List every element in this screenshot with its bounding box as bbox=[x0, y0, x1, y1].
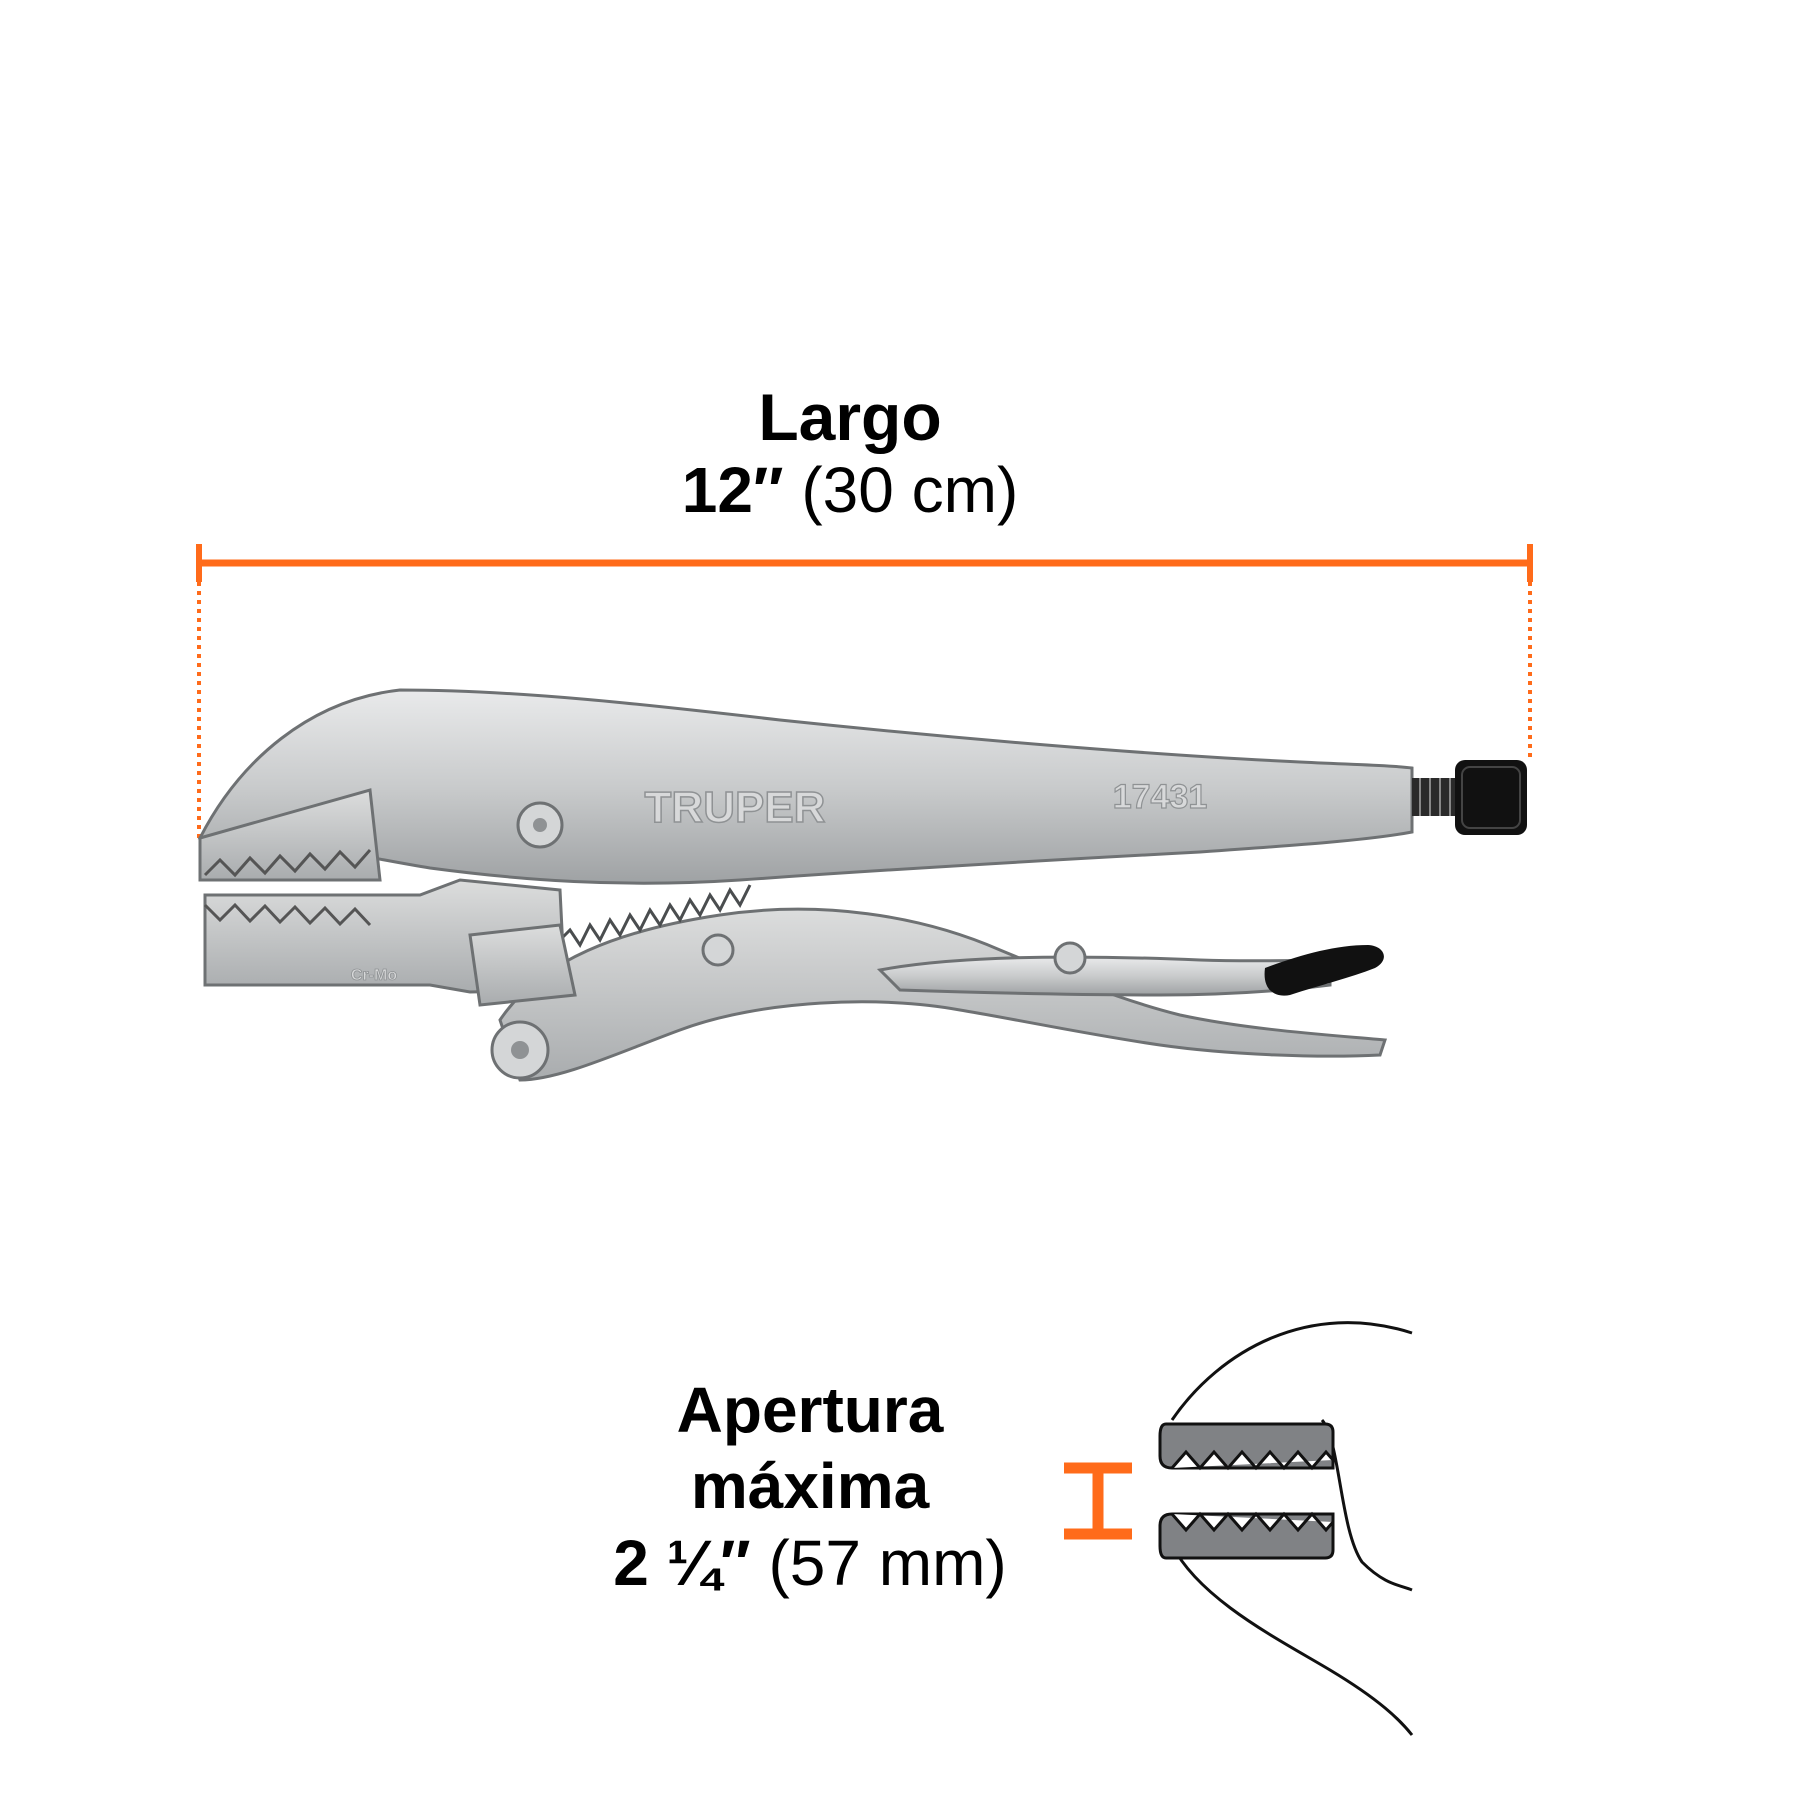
opening-indicator bbox=[1064, 1462, 1132, 1540]
opening-value: 2 ¼″ (57 mm) bbox=[520, 1531, 1100, 1595]
material-marking: Cr-Mo bbox=[351, 967, 397, 984]
length-value-imperial: 12″ bbox=[681, 454, 784, 526]
length-dimension-line bbox=[196, 544, 1533, 838]
opening-value-imperial: 2 ¼″ bbox=[613, 1527, 751, 1599]
opening-title-line2: máxima bbox=[690, 1450, 930, 1522]
length-value: 12″ (30 cm) bbox=[560, 458, 1140, 522]
brand-marking: TRUPER bbox=[645, 783, 826, 832]
locking-pliers-image bbox=[197, 688, 1527, 1082]
length-value-metric: (30 cm) bbox=[801, 454, 1019, 526]
opening-title-line1: Apertura bbox=[676, 1374, 944, 1446]
opening-value-metric: (57 mm) bbox=[768, 1527, 1007, 1599]
length-title: Largo bbox=[758, 380, 942, 454]
jaw-detail-image bbox=[1158, 1321, 1414, 1736]
model-marking: 17431 bbox=[1113, 778, 1208, 816]
